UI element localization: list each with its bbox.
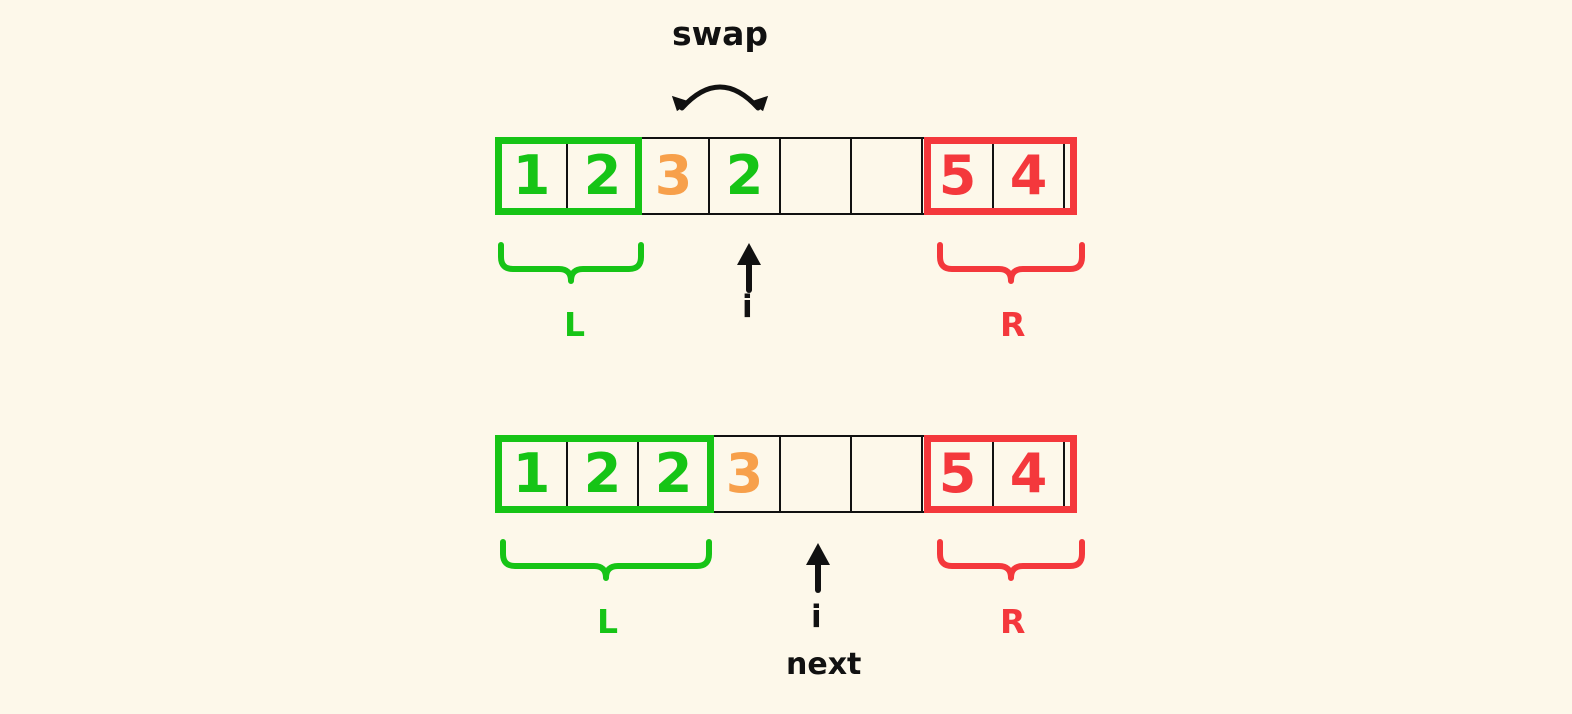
- label-R-after: R: [1000, 602, 1026, 641]
- brace-L-after: [499, 539, 713, 588]
- label-i-before: i: [742, 289, 753, 325]
- label-i-after: i: [811, 599, 822, 635]
- array-cell: [850, 137, 923, 215]
- pointer-i-arrow-before: [736, 243, 762, 293]
- brace-R-before: [936, 242, 1086, 291]
- array-cell: 4: [992, 137, 1065, 215]
- array-cell: 1: [495, 137, 568, 215]
- array-cell: 5: [921, 435, 994, 513]
- brace-L-before: [497, 242, 645, 291]
- swap-arrow-icon: [660, 60, 780, 125]
- label-L-before: L: [564, 305, 586, 344]
- array-cell: 2: [566, 137, 639, 215]
- array-cell: [779, 435, 852, 513]
- swap-label: swap: [672, 14, 769, 53]
- array-cell: 3: [708, 435, 781, 513]
- array-cell: 1: [495, 435, 568, 513]
- array-cell: 2: [708, 137, 781, 215]
- label-R-before: R: [1000, 305, 1026, 344]
- pointer-i-arrow-after: [805, 543, 831, 593]
- brace-R-after: [936, 539, 1086, 588]
- array-cell: 2: [637, 435, 710, 513]
- array-cell: [850, 435, 923, 513]
- array-cell: 2: [566, 435, 639, 513]
- label-L-after: L: [597, 602, 619, 641]
- array-cell: 5: [921, 137, 994, 215]
- label-next: next: [786, 647, 862, 682]
- array-cell: 3: [637, 137, 710, 215]
- array-cell: [779, 137, 852, 215]
- array-cell: 4: [992, 435, 1065, 513]
